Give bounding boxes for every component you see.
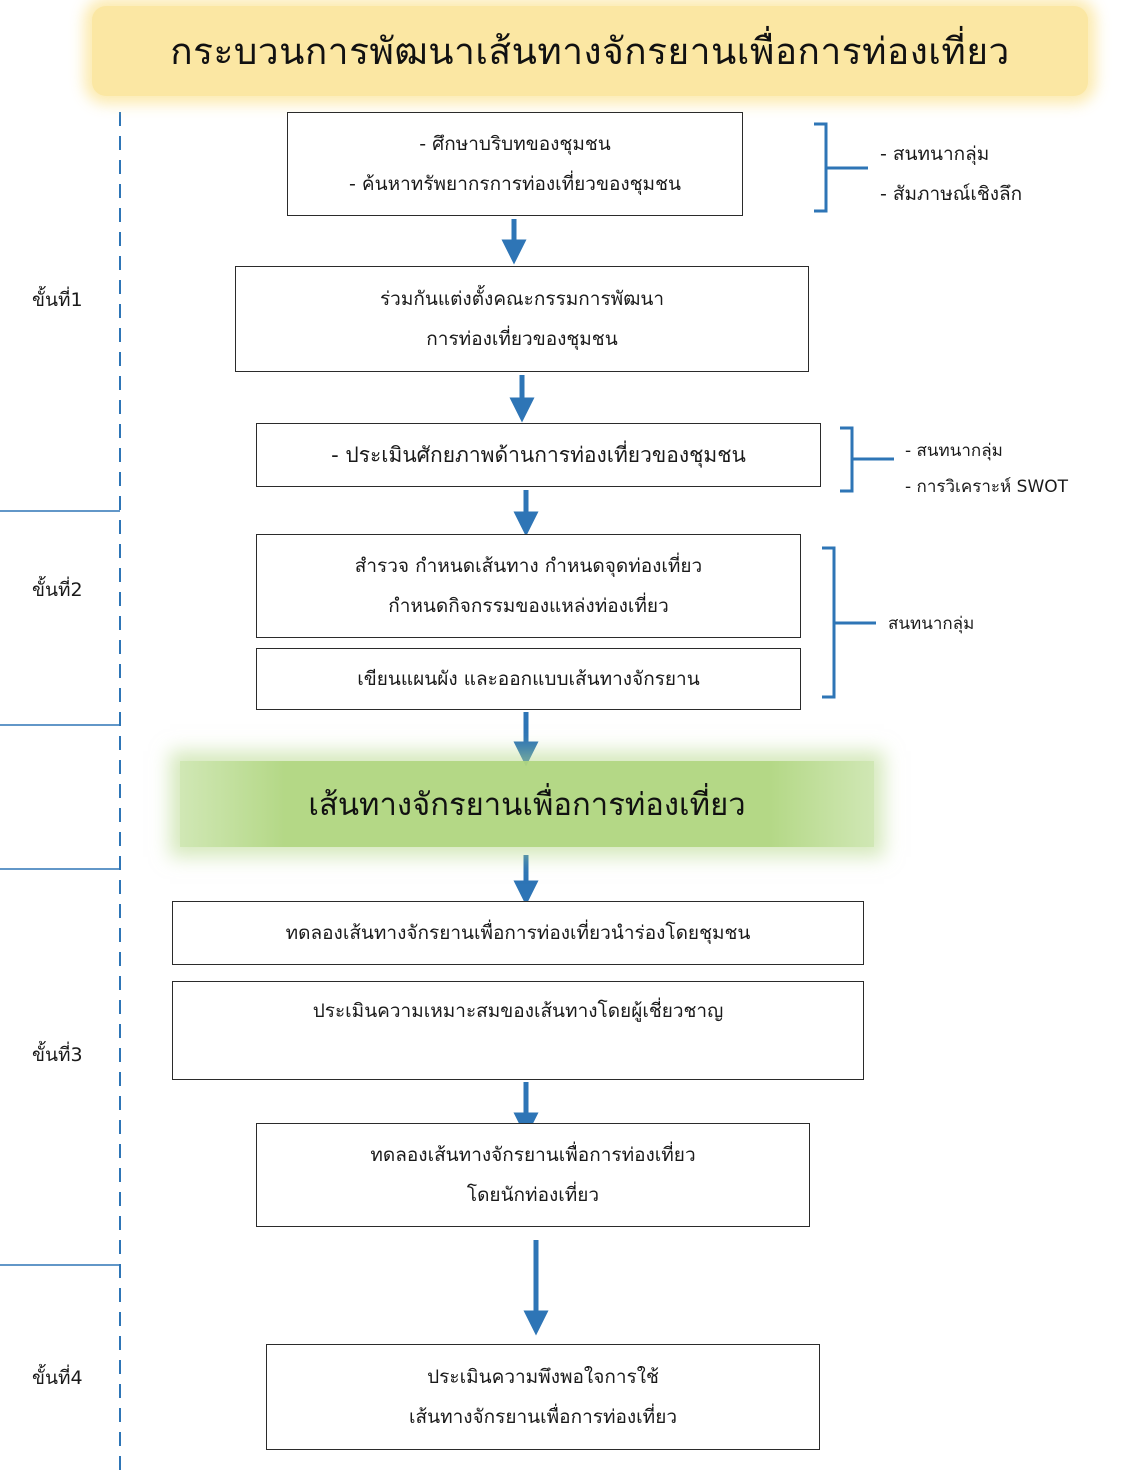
result-highlight-text: เส้นทางจักรยานเพื่อการท่องเที่ยว <box>308 787 746 823</box>
box-line: ประเมินความพึงพอใจการใช้ <box>427 1366 659 1388</box>
box-line: - ศึกษาบริบทของชุมชน <box>419 133 611 155</box>
method-note-1: - สนทนากลุ่ม - สัมภาษณ์เชิงลึก <box>880 134 1022 214</box>
step-box-potential-assessment: - ประเมินศักยภาพด้านการท่องเที่ยวของชุมช… <box>256 423 821 487</box>
note-line: - สัมภาษณ์เชิงลึก <box>880 183 1023 205</box>
stage-label-2: ขั้นที่2 <box>32 579 83 601</box>
note-bracket <box>822 546 836 699</box>
diagram-title: กระบวนการพัฒนาเส้นทางจักรยานเพื่อการท่อง… <box>170 29 1010 73</box>
method-note-3: สนทนากลุ่ม <box>888 610 974 637</box>
box-line: เขียนแผนผัง และออกแบบเส้นทางจักรยาน <box>357 668 700 690</box>
step-box-tourist-trial: ทดลองเส้นทางจักรยานเพื่อการท่องเที่ยว โด… <box>256 1123 810 1227</box>
box-line: ประเมินความเหมาะสมของเส้นทางโดยผู้เชี่ยว… <box>312 999 724 1022</box>
box-line: ร่วมกันแต่งตั้งคณะกรรมการพัฒนา <box>379 288 665 310</box>
note-line: - การวิเคราะห์ SWOT <box>905 477 1069 497</box>
box-line: การท่องเที่ยวของชุมชน <box>426 328 618 350</box>
note-bracket <box>840 426 854 493</box>
box-line: โดยนักท่องเที่ยว <box>466 1184 600 1206</box>
step-box-committee: ร่วมกันแต่งตั้งคณะกรรมการพัฒนา การท่องเท… <box>235 266 809 372</box>
note-line: สนทนากลุ่ม <box>888 614 975 634</box>
note-line: - สนทนากลุ่ม <box>905 441 1003 461</box>
box-line: กำหนดกิจกรรมของแหล่งท่องเที่ยว <box>388 595 669 617</box>
step-box-community-pilot: ทดลองเส้นทางจักรยานเพื่อการท่องเที่ยวนำร… <box>172 901 864 965</box>
stage-label-1: ขั้นที่1 <box>32 289 83 311</box>
step-box-route-survey: สำรวจ กำหนดเส้นทาง กำหนดจุดท่องเที่ยว กำ… <box>256 534 801 638</box>
step-box-satisfaction: ประเมินความพึงพอใจการใช้ เส้นทางจักรยานเ… <box>266 1344 820 1450</box>
note-bracket <box>814 122 828 213</box>
stage-label-3: ขั้นที่3 <box>32 1044 83 1066</box>
result-highlight: เส้นทางจักรยานเพื่อการท่องเที่ยว <box>180 761 874 847</box>
box-line: - ค้นหาทรัพยากรการท่องเที่ยวของชุมชน <box>349 173 681 195</box>
box-line: สำรวจ กำหนดเส้นทาง กำหนดจุดท่องเที่ยว <box>354 555 703 577</box>
note-line: - สนทนากลุ่ม <box>880 143 990 165</box>
title-banner: กระบวนการพัฒนาเส้นทางจักรยานเพื่อการท่อง… <box>92 6 1088 96</box>
box-line: ทดลองเส้นทางจักรยานเพื่อการท่องเที่ยว <box>370 1144 696 1166</box>
step-box-context-study: - ศึกษาบริบทของชุมชน - ค้นหาทรัพยากรการท… <box>287 112 743 216</box>
box-line: ทดลองเส้นทางจักรยานเพื่อการท่องเที่ยวนำร… <box>285 922 751 944</box>
method-note-2: - สนทนากลุ่ม - การวิเคราะห์ SWOT <box>905 433 1068 505</box>
step-box-route-design: เขียนแผนผัง และออกแบบเส้นทางจักรยาน <box>256 648 801 710</box>
stage-label-4: ขั้นที่4 <box>32 1367 83 1389</box>
step-box-expert-assessment: ประเมินความเหมาะสมของเส้นทางโดยผู้เชี่ยว… <box>172 981 864 1080</box>
box-line: - ประเมินศักยภาพด้านการท่องเที่ยวของชุมช… <box>331 443 746 467</box>
box-line: เส้นทางจักรยานเพื่อการท่องเที่ยว <box>408 1406 678 1428</box>
